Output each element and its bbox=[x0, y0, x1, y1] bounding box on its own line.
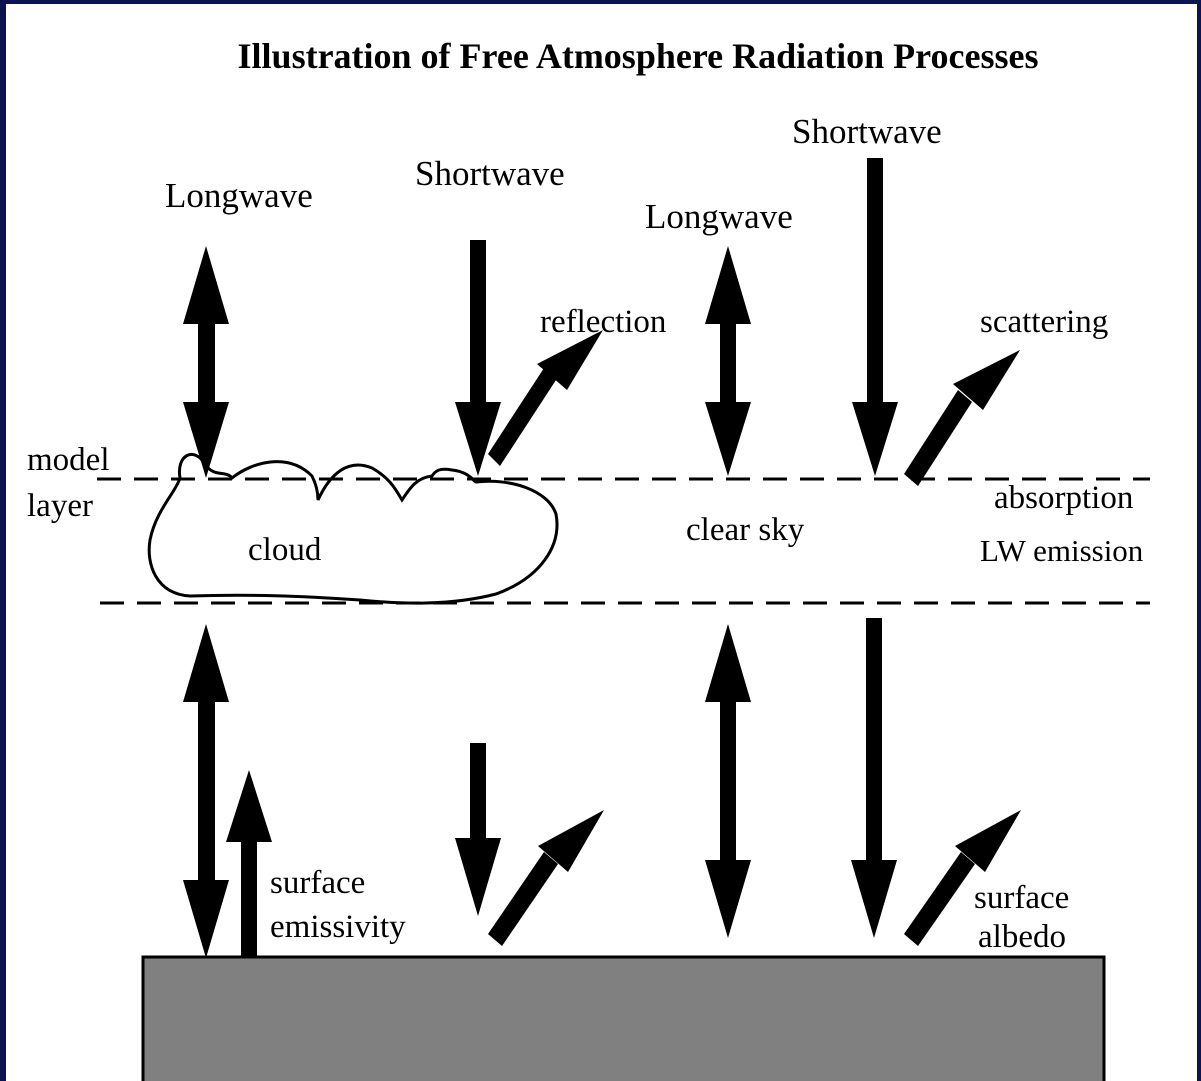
radiation-diagram: Illustration of Free Atmosphere Radiatio… bbox=[27, 36, 1150, 1081]
model-label: model bbox=[27, 442, 109, 478]
surface-albedo-arrow bbox=[904, 810, 1021, 946]
diagram-title: Illustration of Free Atmosphere Radiatio… bbox=[238, 36, 1039, 76]
clear-sky-label: clear sky bbox=[686, 512, 805, 548]
surface-emissivity-label-line1: surface bbox=[270, 865, 365, 901]
mid-shortwave-down-arrow bbox=[455, 743, 501, 916]
shortwave-mid-label: Shortwave bbox=[415, 154, 565, 193]
right-shortwave-down-arrow bbox=[851, 618, 897, 938]
longwave-left-double-arrow bbox=[183, 246, 229, 478]
surface-ground bbox=[141, 955, 1106, 1081]
clear-sky-surface-double-arrow bbox=[705, 624, 751, 938]
surface-emissivity-up-arrow bbox=[226, 770, 272, 966]
shortwave-right-down-arrow bbox=[852, 158, 898, 476]
mid-reflected-arrow bbox=[488, 810, 604, 946]
cloud-label: cloud bbox=[248, 532, 322, 568]
layer-label: layer bbox=[27, 488, 93, 524]
absorption-label: absorption bbox=[994, 480, 1133, 516]
longwave-left-label: Longwave bbox=[165, 176, 313, 215]
reflection-label: reflection bbox=[540, 304, 666, 340]
shortwave-mid-down-arrow bbox=[455, 240, 501, 476]
surface-albedo-label-line1: surface bbox=[974, 880, 1069, 916]
shortwave-right-label: Shortwave bbox=[792, 112, 942, 151]
diagram-panel: Illustration of Free Atmosphere Radiatio… bbox=[6, 4, 1197, 1081]
surface-emissivity-label-line2: emissivity bbox=[270, 909, 406, 945]
reflection-arrow bbox=[488, 330, 603, 466]
longwave-right-double-arrow bbox=[705, 246, 751, 476]
longwave-right-label: Longwave bbox=[645, 197, 793, 236]
scattering-label: scattering bbox=[980, 304, 1108, 340]
cloud-surface-double-arrow bbox=[183, 624, 229, 958]
cloud-shape bbox=[147, 453, 559, 605]
surface-albedo-label-line2: albedo bbox=[978, 919, 1066, 955]
lw-emission-label: LW emission bbox=[980, 533, 1144, 568]
scattering-arrow bbox=[904, 350, 1020, 486]
